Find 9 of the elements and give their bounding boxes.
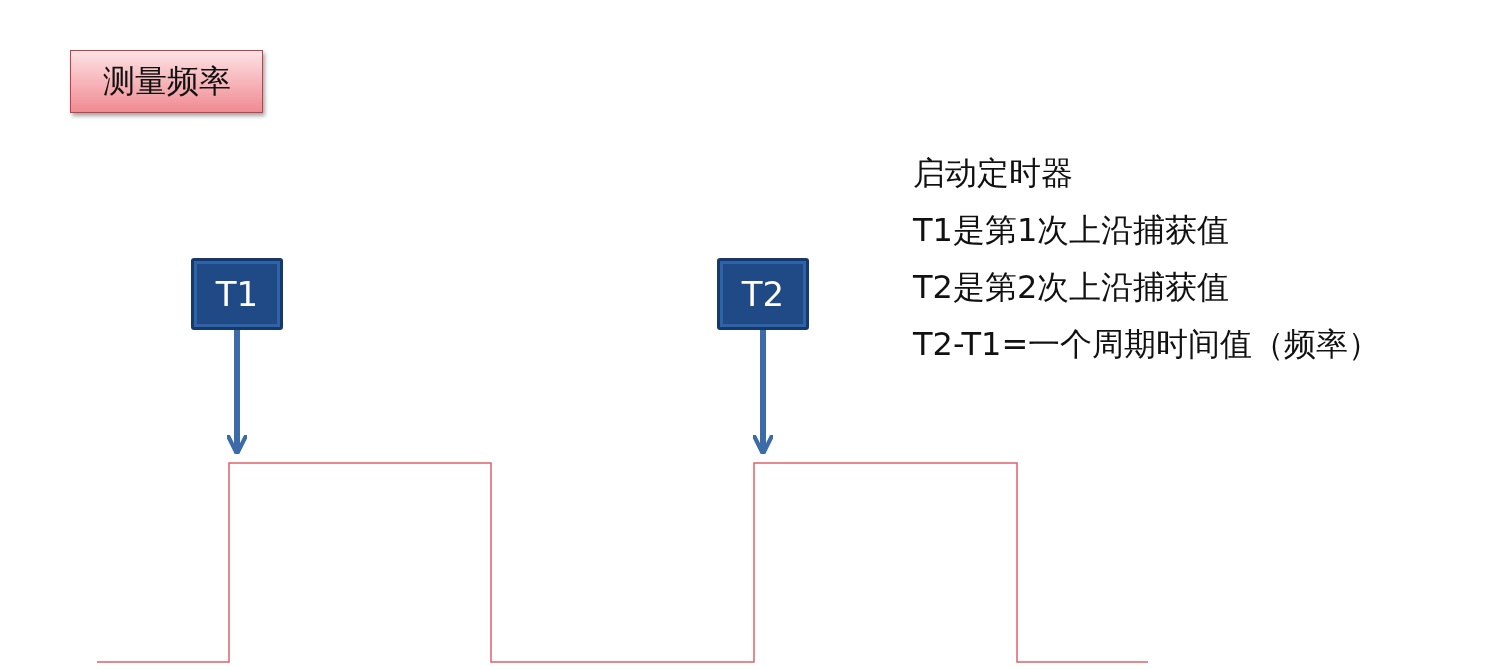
note-text: T1是第1次上沿捕获值 [913, 210, 1231, 251]
note-text: T2-T1=一个周期时间值（频率） [913, 324, 1381, 365]
title-banner: 测量频率 [70, 50, 263, 113]
time-marker-box: T2 [717, 258, 809, 330]
arrow [225, 330, 249, 456]
arrow [751, 330, 775, 456]
note-text: T2是第2次上沿捕获值 [913, 267, 1231, 308]
note-text: 启动定时器 [913, 153, 1074, 194]
time-marker-box: T1 [191, 258, 283, 330]
